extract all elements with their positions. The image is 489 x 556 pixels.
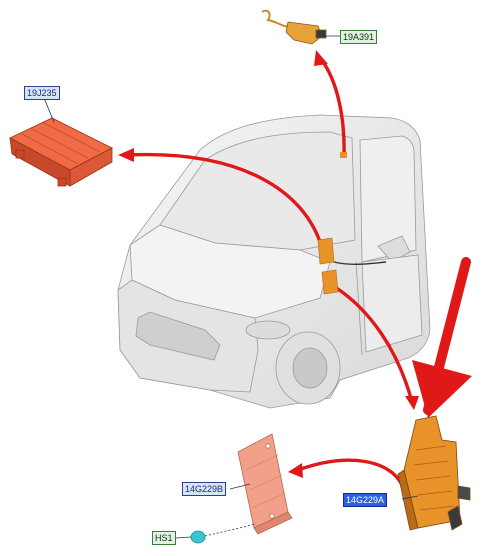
leader-front-module: [229, 483, 251, 490]
van-mirror: [377, 235, 411, 263]
van-windshield: [159, 131, 356, 251]
front-module-label: 14G229B: [182, 482, 227, 496]
dash-wire: [333, 261, 387, 265]
van-grille: [135, 311, 221, 361]
front-module-hole-bottom: [269, 513, 275, 519]
rear-module-tab-left: [15, 149, 25, 159]
leader-rear: [43, 97, 55, 123]
rear-module-side: [69, 147, 113, 187]
rear-module-part: [9, 117, 113, 187]
bracket-stripes: [413, 445, 455, 511]
location-arrows: [126, 56, 414, 487]
bracket-connector: [457, 485, 471, 501]
van-headlight: [245, 320, 291, 340]
leader-clip: [175, 536, 192, 539]
antenna-body: [285, 21, 323, 45]
leader-lines: [43, 35, 419, 539]
front-module-edge: [253, 511, 293, 535]
antenna-module-label: 19A391: [340, 30, 378, 44]
van-illustration: [117, 114, 431, 409]
arrow-to-bracket-module: [333, 285, 414, 404]
cabin-marker: [317, 237, 335, 265]
bracket-clip: [447, 505, 463, 531]
arrow-head-bracket: [405, 396, 419, 410]
arrow-to-front-module: [296, 458, 404, 487]
roof-marker: [340, 152, 347, 158]
location-markers: [317, 152, 387, 295]
pointer-arrow: [412, 257, 472, 418]
arrow-head-antenna: [314, 50, 328, 66]
harness-clip-label: HS1: [152, 531, 176, 545]
arrow-heads: [118, 50, 419, 478]
arrow-to-antenna-module: [318, 56, 346, 158]
antenna-cable: [261, 9, 291, 28]
arrow-to-rear-module: [126, 152, 324, 250]
van-side-window: [359, 135, 417, 263]
front-module-lines: [245, 454, 286, 509]
rear-module-ribs: [21, 121, 101, 165]
van-front-hub: [292, 347, 328, 389]
harness-clip-part: [190, 530, 206, 544]
front-module-body: [237, 433, 289, 529]
front-module-hole-top: [265, 443, 271, 449]
lower-marker: [321, 269, 339, 295]
front-module-part: [237, 433, 293, 535]
rear-module-tab-right: [57, 177, 67, 187]
antenna-module-part: [261, 9, 327, 45]
rear-module-label: 19J235: [24, 86, 60, 100]
leader-clip-dashed: [204, 523, 257, 537]
van-sliding-door: [361, 254, 423, 353]
bracket-module-label: 14G229A: [343, 493, 388, 507]
arrow-head-front: [288, 463, 303, 478]
arrow-head-rear: [118, 148, 134, 162]
leader-bracket: [401, 495, 419, 500]
bracket-face: [397, 469, 419, 531]
antenna-tip: [315, 29, 327, 39]
pointer-arrow-head: [412, 360, 472, 418]
bracket-module-part: [397, 415, 471, 531]
